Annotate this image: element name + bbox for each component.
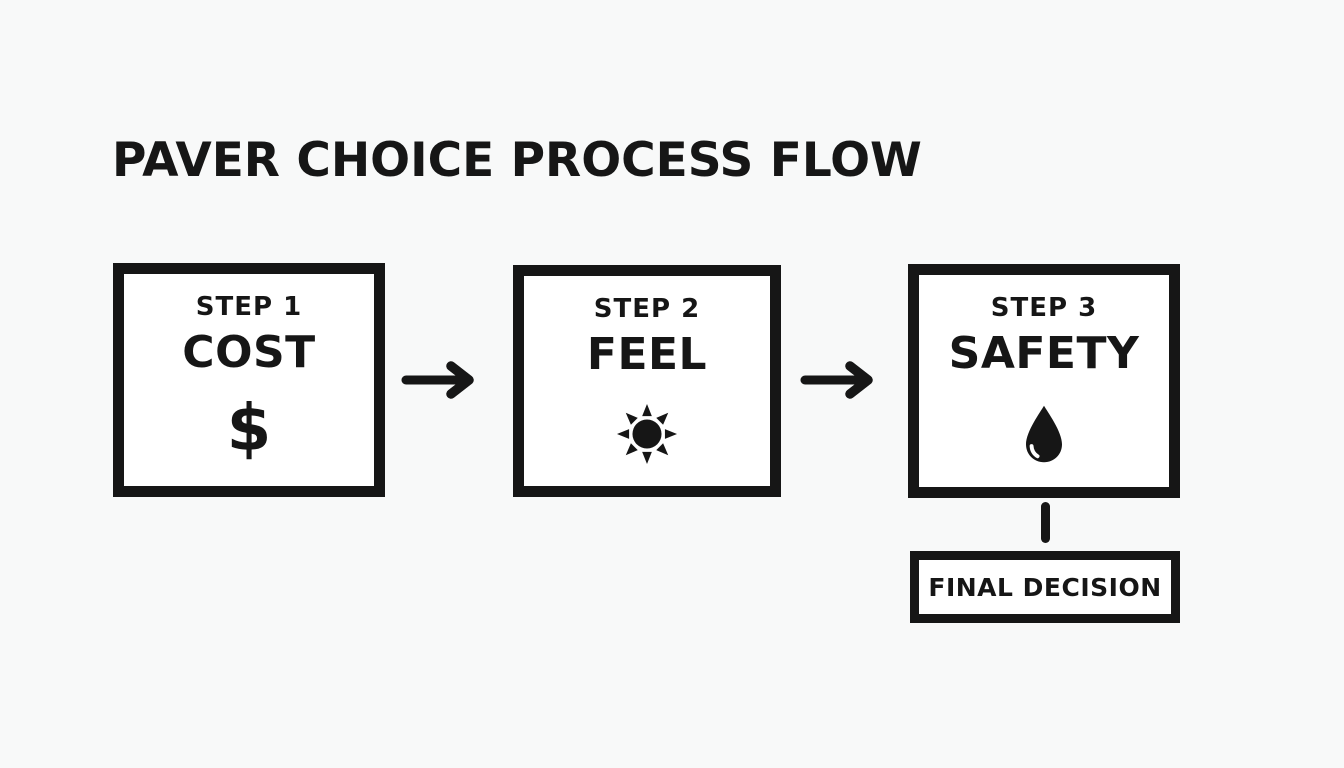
right-arrow-icon [800,361,873,399]
step-box-safety: STEP 3 SAFETY [908,264,1180,498]
water-drop-icon [1026,405,1062,463]
vertical-connector-line [1041,502,1050,543]
right-arrow-icon [401,361,474,399]
final-decision-box: FINAL DECISION [910,551,1180,623]
step-icon-area: $ [227,380,272,486]
step-name: FEEL [586,329,708,380]
step-name: SAFETY [948,328,1140,379]
step-name: COST [182,327,316,378]
step-label: STEP 3 [990,293,1098,323]
final-decision-label: FINAL DECISION [928,572,1162,602]
step-icon-area [616,382,678,486]
step-label: STEP 2 [593,294,701,324]
step-box-feel: STEP 2 FEEL [513,265,781,497]
step-box-cost: STEP 1 COST $ [113,263,385,497]
dollar-sign-icon: $ [226,392,272,466]
step-label: STEP 1 [195,292,303,322]
diagram-title: PAVER CHOICE PROCESS FLOW [112,133,922,188]
step-icon-area [1020,381,1068,487]
sun-icon [616,403,678,465]
